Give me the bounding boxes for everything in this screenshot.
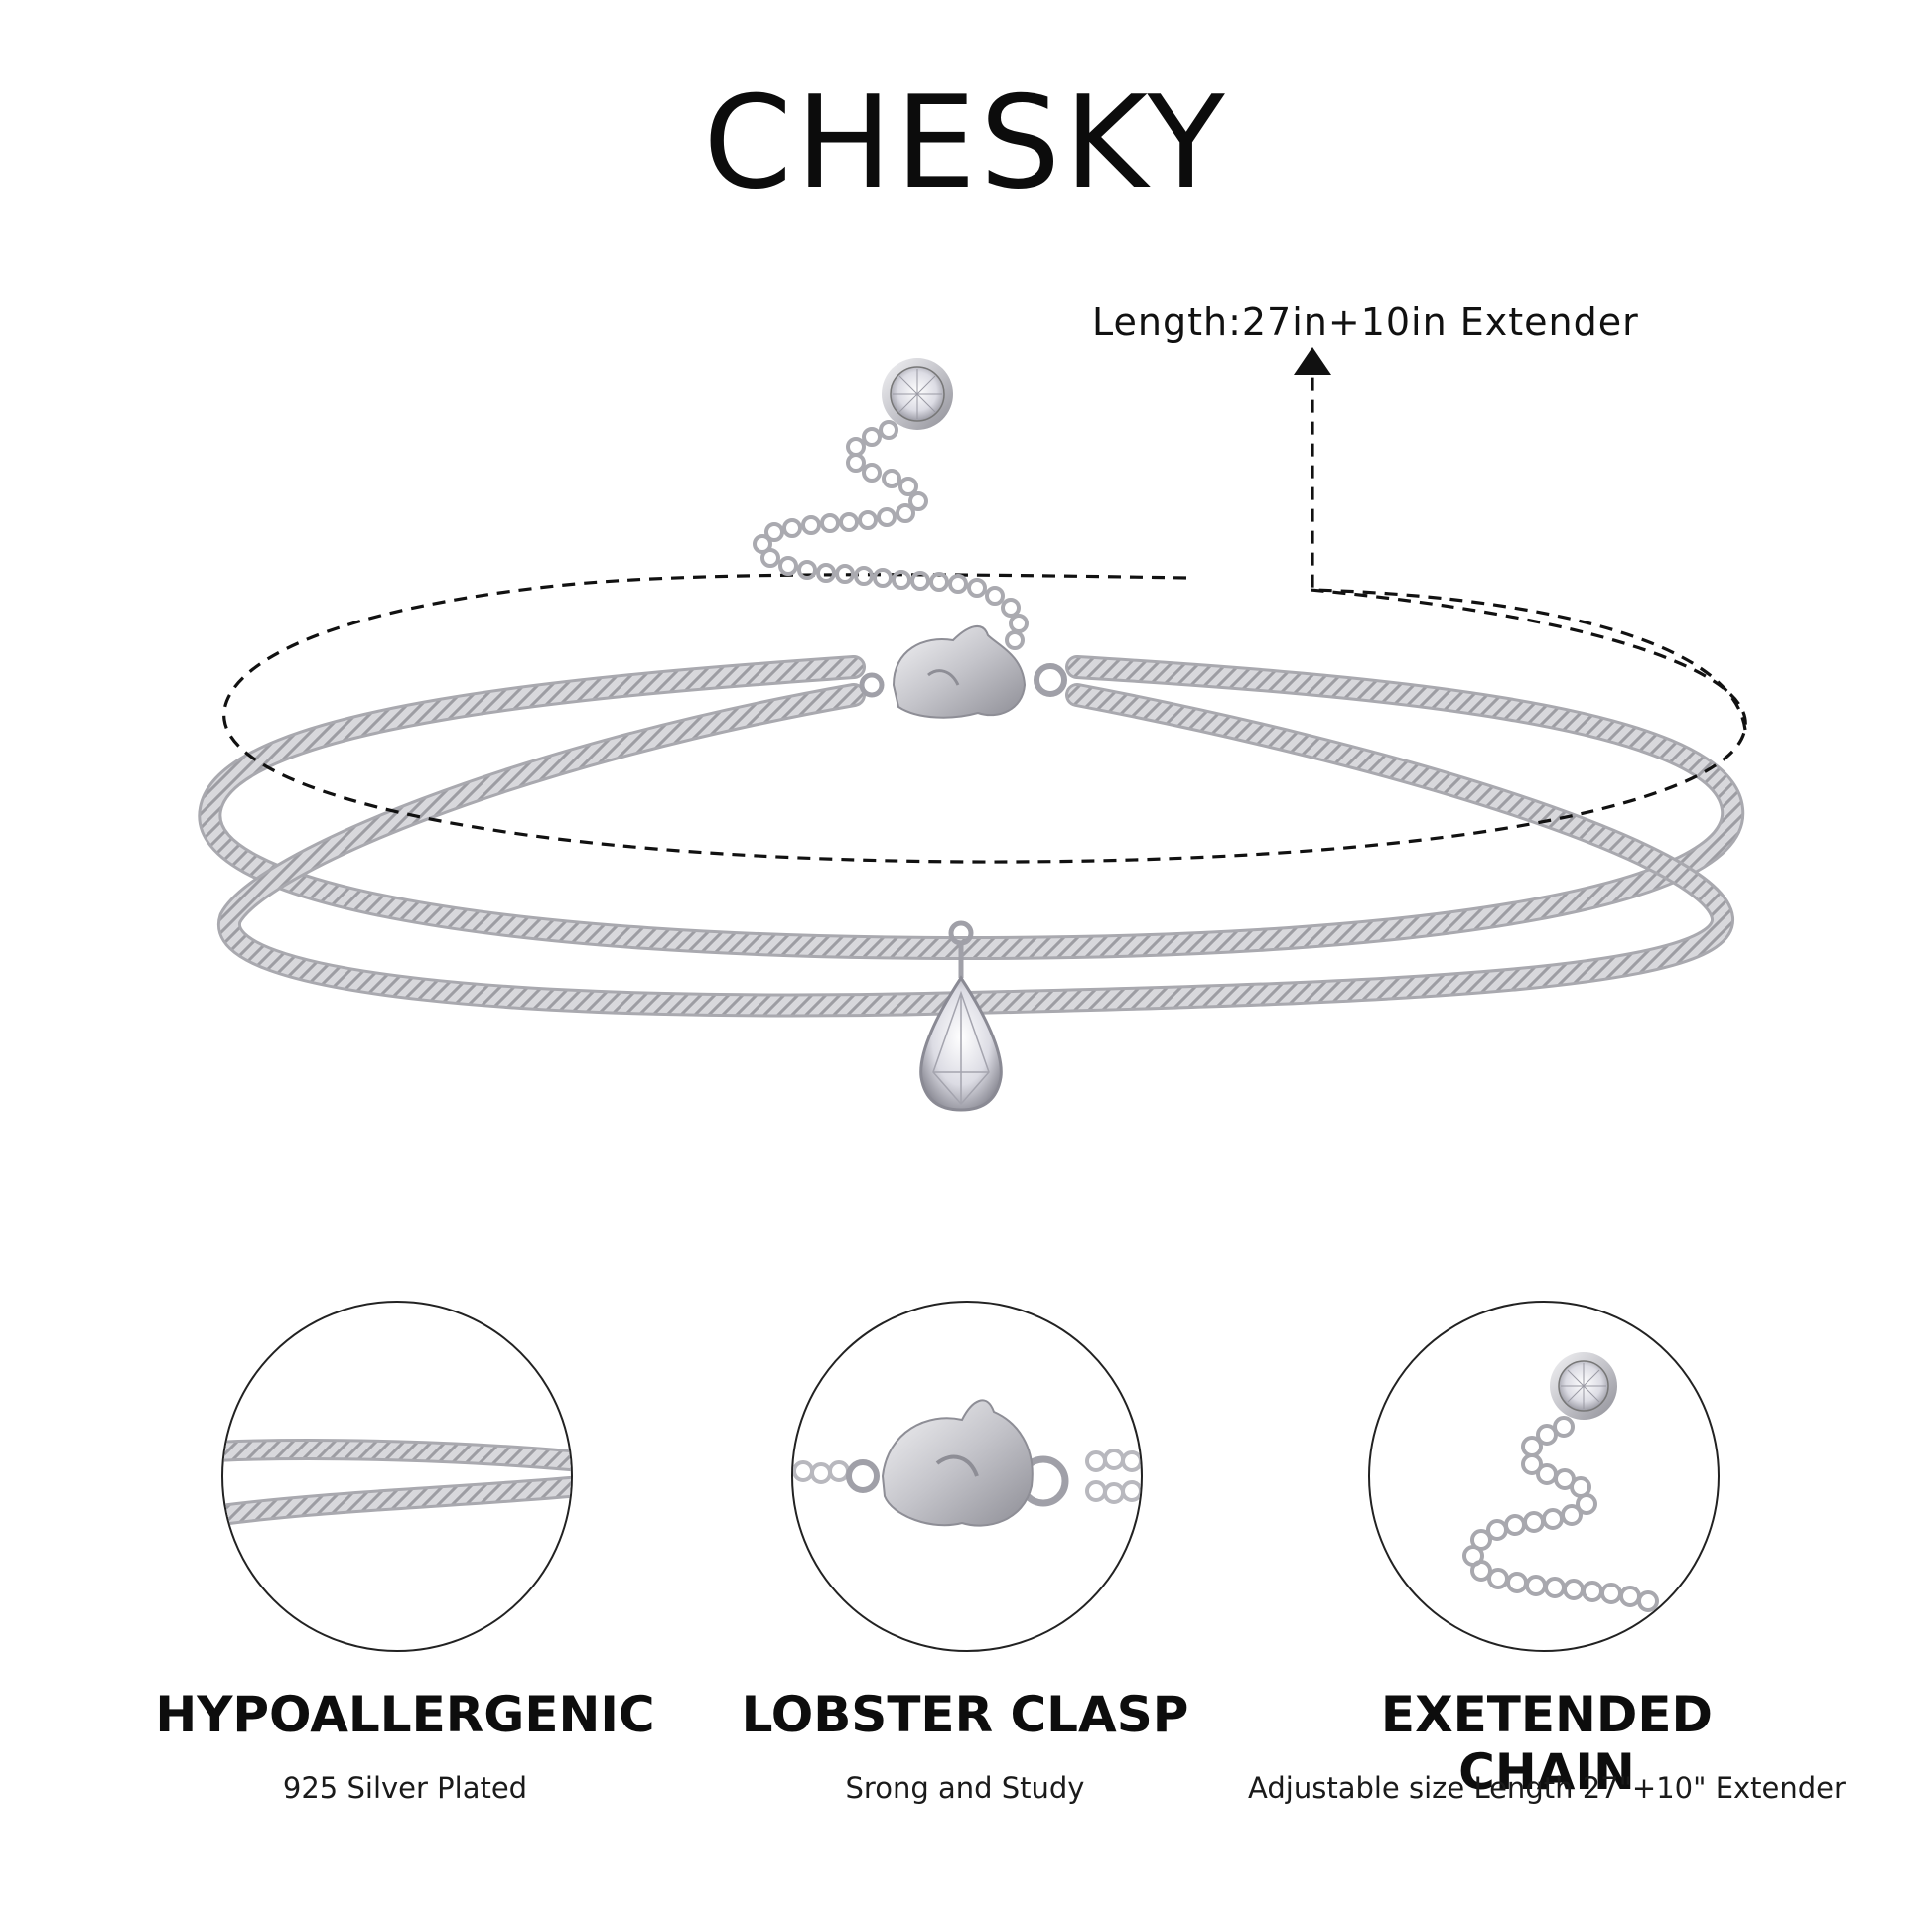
feature-title: HYPOALLERGENIC bbox=[155, 1686, 655, 1743]
anklet-chain bbox=[198, 655, 1745, 1018]
extender-chain-closeup-icon bbox=[1368, 1301, 1720, 1652]
feature-title: LOBSTER CLASP bbox=[741, 1686, 1189, 1743]
measure-ellipse bbox=[222, 573, 1747, 864]
feature-title: EXETENDED CHAIN bbox=[1380, 1686, 1714, 1801]
feature-subtitle: 925 Silver Plated bbox=[282, 1771, 528, 1805]
extender-chain bbox=[753, 420, 1029, 650]
twisted-chain-closeup-icon bbox=[221, 1301, 573, 1652]
arrow-up-icon bbox=[1294, 347, 1331, 375]
lobster-clasp-closeup-icon bbox=[791, 1301, 1143, 1652]
feature-subtitle: Srong and Study bbox=[845, 1771, 1085, 1805]
teardrop-pendant-icon bbox=[919, 920, 1003, 1112]
lobster-clasp-icon bbox=[859, 625, 1067, 719]
length-annotation: Length:27in+10in Extender bbox=[1092, 300, 1639, 344]
measure-arrow-line bbox=[1311, 375, 1747, 731]
extender-gem-icon bbox=[882, 358, 953, 430]
feature-subtitle: Adjustable size Length 27"+10" Extender bbox=[1248, 1771, 1846, 1805]
brand-title: CHESKY bbox=[703, 69, 1229, 217]
